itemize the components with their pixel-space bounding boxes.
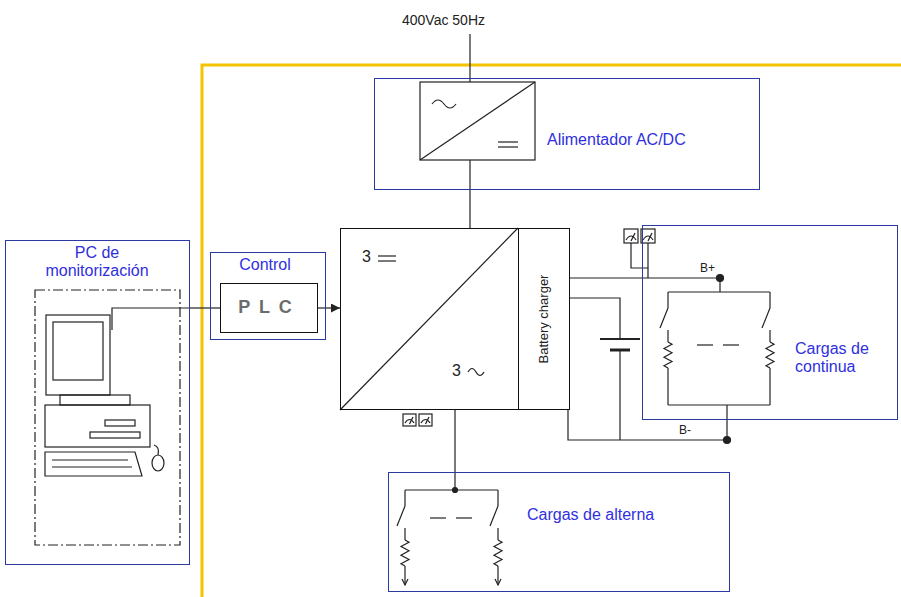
node-text: PC de monitorización bbox=[22, 244, 172, 281]
battery-charger-box: Battery charger bbox=[518, 228, 570, 410]
node-text: 3 bbox=[362, 248, 376, 266]
enclosure-frame bbox=[202, 65, 901, 597]
node-text: P L C bbox=[220, 297, 312, 318]
dc-symbol bbox=[498, 146, 518, 147]
node-text: Cargas de alterna bbox=[527, 506, 717, 524]
node-text: 3 bbox=[452, 362, 466, 380]
mains-wire bbox=[469, 34, 470, 82]
terminal-label: B+ bbox=[700, 261, 715, 275]
battery-symbol bbox=[570, 298, 640, 440]
converter-symbol bbox=[420, 82, 535, 160]
ac-loads-box: Cargas de alterna bbox=[388, 472, 730, 592]
inverter-box: 33Battery charger bbox=[340, 228, 570, 410]
dc-load-circuit bbox=[660, 278, 774, 420]
control-box: Control P L C bbox=[210, 252, 326, 340]
meter-symbol bbox=[403, 414, 432, 426]
node-text: Alimentador AC/DC bbox=[547, 131, 727, 149]
dc-symbol bbox=[378, 255, 396, 256]
connector-wire bbox=[469, 190, 470, 228]
ac-symbol bbox=[468, 369, 484, 376]
dc-symbol bbox=[498, 141, 518, 142]
plc-box: P L C bbox=[220, 283, 318, 333]
node-text: Battery charger bbox=[537, 275, 552, 364]
supply-rating: 400Vac 50Hz bbox=[402, 12, 485, 28]
connector-wire bbox=[570, 277, 642, 278]
dc-symbol bbox=[378, 260, 396, 261]
computer-illustration bbox=[35, 290, 190, 545]
converter-diagonal bbox=[420, 82, 535, 160]
meter-symbol bbox=[624, 229, 655, 278]
inverter-diagonal bbox=[340, 228, 518, 410]
monitoring-box: PC de monitorización bbox=[5, 240, 190, 565]
supply-wire bbox=[469, 160, 470, 190]
dc-loads-box: Cargas de continua bbox=[642, 225, 898, 420]
ac-load-circuit bbox=[397, 472, 502, 585]
terminal-label: B- bbox=[679, 423, 691, 437]
node-text: Cargas de continua bbox=[795, 340, 893, 377]
ac-symbol bbox=[432, 100, 456, 108]
connector-wire bbox=[318, 307, 340, 308]
supply-box: Alimentador AC/DC bbox=[374, 78, 760, 190]
dc-bus-wire bbox=[642, 277, 720, 278]
node-text: Control bbox=[210, 256, 320, 274]
connector-wire bbox=[454, 410, 455, 472]
connector-wire bbox=[190, 307, 220, 308]
connector-wire bbox=[568, 410, 727, 440]
